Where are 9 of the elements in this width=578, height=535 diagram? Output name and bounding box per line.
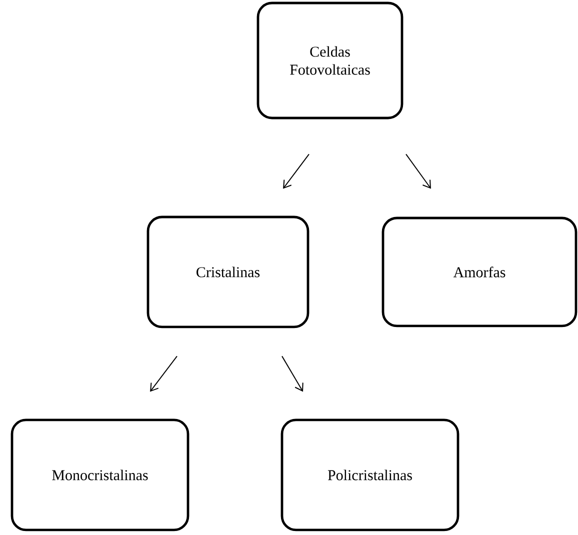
process-box: Monocristalinas [10,418,190,532]
arrow [150,356,178,392]
process-box: Amorfas [382,216,578,328]
arrow [406,154,431,189]
process-box: Policristalinas [280,418,460,532]
arrow [282,356,304,392]
process-box: Celdas Fotovoltaicas [256,2,404,120]
process-box: Cristalinas [146,216,310,328]
arrow [283,154,310,189]
